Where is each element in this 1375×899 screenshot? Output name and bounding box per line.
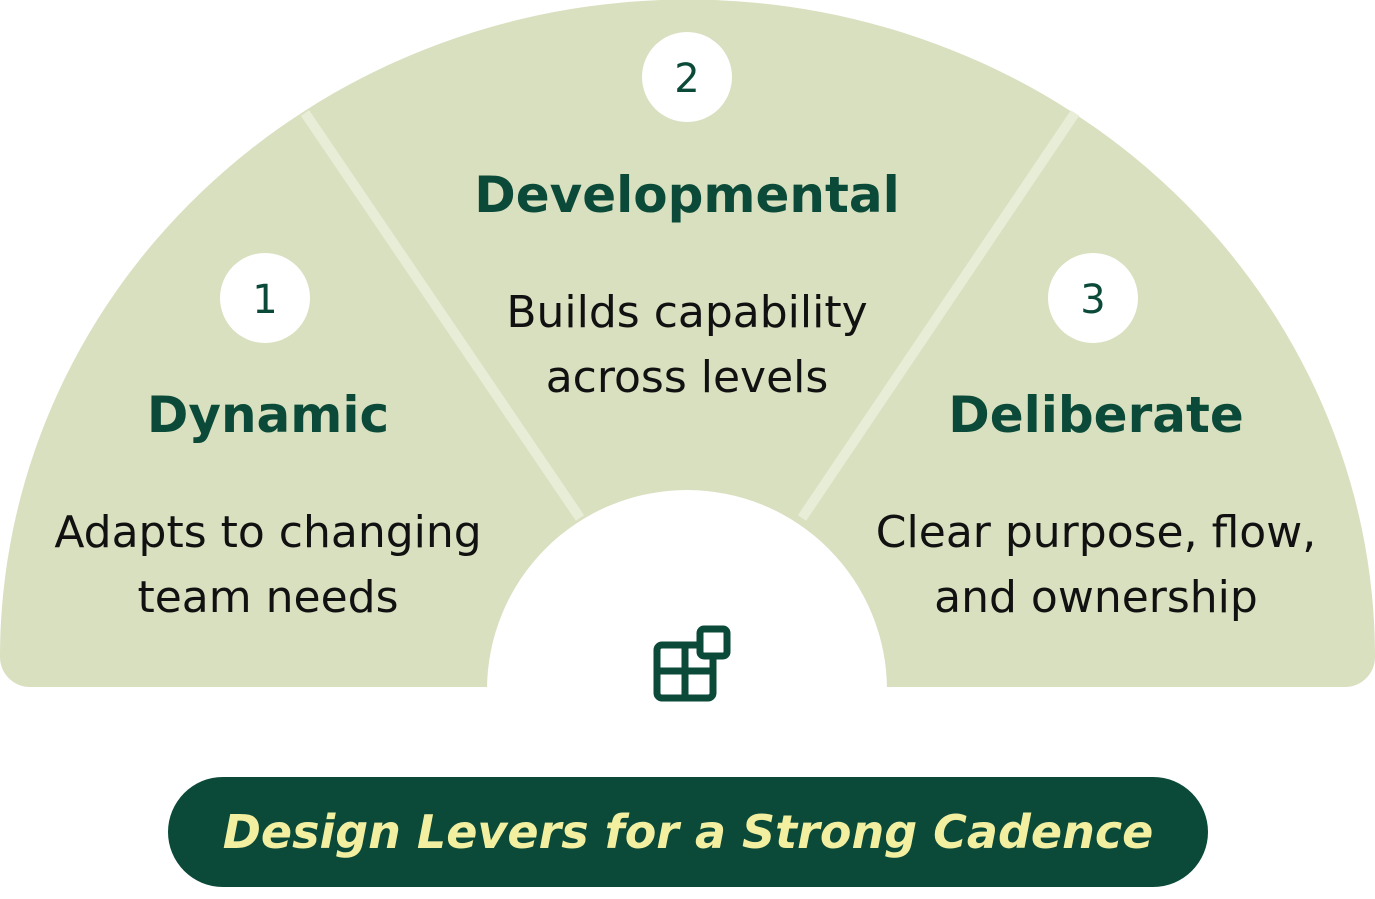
grid-blocks-icon [653,625,731,702]
badge-number: 2 [674,56,699,102]
badge-number: 1 [252,277,277,323]
badge-3 [1048,253,1138,343]
segment-2: 2 Developmental Builds capability across… [474,32,900,403]
segment-description-line: Adapts to changing [54,507,481,558]
badge-2 [642,32,732,122]
segment-description-line: Clear purpose, flow, [876,507,1316,558]
segment-description-line: across levels [546,352,829,403]
segment-description-line: and ownership [934,572,1258,623]
divider-right [797,110,1080,521]
center-hub [487,490,887,690]
segment-description-line: Builds capability [506,287,867,338]
footer-title: Design Levers for a Strong Cadence [222,805,1154,859]
segment-3: 3 Deliberate Clear purpose, flow, and ow… [876,253,1316,623]
segment-description-line: team needs [137,572,398,623]
footer-banner: Design Levers for a Strong Cadence [168,777,1208,887]
semicircle-diagram: 1 Dynamic Adapts to changing team needs … [0,0,1375,702]
segment-title: Deliberate [948,386,1244,444]
segment-1: 1 Dynamic Adapts to changing team needs [54,253,482,623]
divider-left [300,110,585,521]
badge-number: 3 [1080,277,1105,323]
segment-title: Developmental [474,166,900,224]
segment-title: Dynamic [147,386,389,444]
badge-1 [220,253,310,343]
